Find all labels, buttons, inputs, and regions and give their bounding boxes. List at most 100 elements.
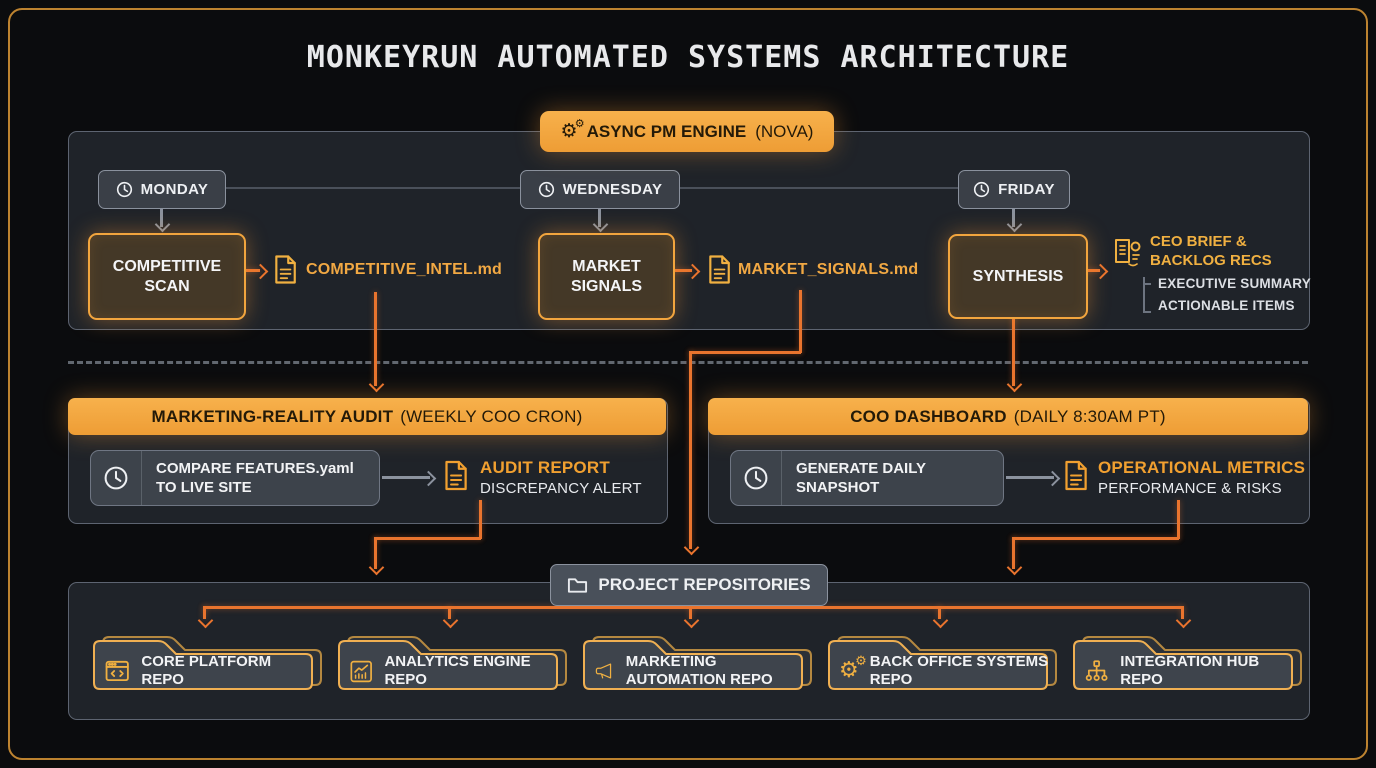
dashboard-title: COO DASHBOARD [850,406,1007,426]
section-divider [68,361,1308,364]
dashboard-header: COO DASHBOARD (DAILY 8:30AM PT) [708,398,1308,435]
node-synthesis: SYNTHESIS [948,234,1088,319]
folder-shape [338,636,567,690]
connector-dashboard-to-repos [1177,500,1180,539]
node-label: COMPETITIVE SCAN [112,257,222,295]
page-title: MONKEYRUN AUTOMATED SYSTEMS ARCHITECTURE [306,40,1070,75]
audit-header: MARKETING-REALITY AUDIT (WEEKLY COO CRON… [68,398,666,435]
connector-audit-to-repos [374,537,377,569]
hierarchy-icon [1085,659,1108,681]
repo-card-integration-hub: INTEGRATION HUB REPO [1068,630,1302,694]
clock-icon [91,451,142,505]
folder-shape [583,636,812,690]
audit-output-title: AUDIT REPORT [480,458,610,477]
connector [598,207,601,227]
megaphone-icon [595,663,612,679]
connector [667,269,692,272]
bracket [1143,311,1151,313]
repo-label: BACK OFFICE SYSTEMS REPO [869,653,1049,688]
folder-shape [93,636,322,690]
node-competitive-scan: COMPETITIVE SCAN [88,233,246,320]
audit-title: MARKETING-REALITY AUDIT [151,406,394,426]
node-label: MARKET SIGNALS [570,257,643,295]
connector-signals-to-repos [799,290,802,353]
clock-icon [116,181,132,198]
brief-icon [1115,239,1141,267]
connector [1006,476,1054,479]
connector [1012,207,1015,227]
engine-badge: ⚙⚙ ASYNC PM ENGINE (NOVA) [540,111,834,152]
connector [382,476,430,479]
clock-icon [538,181,554,198]
arrowhead-down [683,539,699,556]
audit-subtitle: (WEEKLY COO CRON) [400,406,583,426]
arrowhead-down [368,559,384,576]
connector-intel-to-audit [374,292,377,386]
connector [238,269,260,272]
gears-icon: ⚙⚙ [560,117,585,142]
dashboard-task-box: GENERATE DAILY SNAPSHOT [730,450,1004,506]
clock-icon [973,181,990,198]
day-connector [224,187,520,189]
dashboard-output-title: OPERATIONAL METRICS [1098,458,1306,477]
repositories-title: PROJECT REPOSITORIES [598,575,811,594]
connector [160,207,163,227]
clock-icon [731,451,782,505]
dashboard-subtitle: (DAILY 8:30AM PT) [1013,406,1166,426]
connector [203,606,206,619]
node-market-signals: MARKET SIGNALS [538,233,675,320]
repo-card-analytics-engine: ANALYTICS ENGINE REPO [333,630,567,694]
connector [1080,269,1100,272]
dashboard-output-subtitle: PERFORMANCE & RISKS [1098,480,1282,497]
pm-engine-panel [68,131,1310,330]
day-badge-friday: FRIDAY [958,170,1070,209]
engine-label: ASYNC PM ENGINE [586,121,747,141]
dashboard-task-label: GENERATE DAILY SNAPSHOT [796,460,926,496]
repo-card-back-office: ⚙⚙ BACK OFFICE SYSTEMS REPO [823,630,1057,694]
folder-icon [568,578,588,593]
repo-label: ANALYTICS ENGINE REPO [384,653,531,688]
day-label: WEDNESDAY [562,181,663,198]
connector [1181,606,1184,619]
day-label: MONDAY [140,181,209,198]
brief-item: ACTIONABLE ITEMS [1158,298,1295,313]
folder-shape [1073,636,1302,690]
repo-label: CORE PLATFORM REPO [141,653,272,688]
brief-title: CEO BRIEF & BACKLOG RECS [1150,233,1272,269]
node-label: SYNTHESIS [972,267,1064,285]
connector-signals-to-repos [689,351,801,354]
folder-shape [828,636,1057,690]
connector-dashboard-to-repos [1012,537,1179,540]
chart-icon [350,660,372,682]
connector-signals-to-repos [689,351,692,549]
connector [689,606,692,619]
connector-synthesis-to-dashboard [1012,307,1015,386]
code-window-icon [105,660,129,681]
arrowhead-down [1006,559,1022,576]
document-icon [1065,460,1087,491]
repo-label: INTEGRATION HUB REPO [1120,653,1260,688]
day-badge-monday: MONDAY [98,170,226,209]
output-file-label: MARKET_SIGNALS.md [738,261,919,278]
bracket [1143,283,1151,285]
day-badge-wednesday: WEDNESDAY [520,170,680,209]
audit-task-label: COMPARE FEATURES.yaml TO LIVE SITE [156,460,354,496]
audit-output-subtitle: DISCREPANCY ALERT [480,480,642,497]
bracket [1143,277,1145,313]
output-file-label: COMPETITIVE_INTEL.md [306,261,503,278]
engine-suffix: (NOVA) [755,121,814,141]
connector [938,606,941,619]
connector-audit-to-repos [374,537,481,540]
repo-distribution-line [203,606,1183,609]
repositories-badge: PROJECT REPOSITORIES [550,564,828,606]
document-icon [275,255,296,284]
repo-card-marketing-automation: MARKETING AUTOMATION REPO [578,630,812,694]
document-icon [709,255,730,284]
arrowhead-down [1006,376,1022,393]
connector [448,606,451,619]
day-connector [678,187,958,189]
connector-audit-to-repos [479,500,482,539]
arrowhead-down [368,376,384,393]
day-label: FRIDAY [998,181,1055,198]
document-icon [445,460,467,491]
